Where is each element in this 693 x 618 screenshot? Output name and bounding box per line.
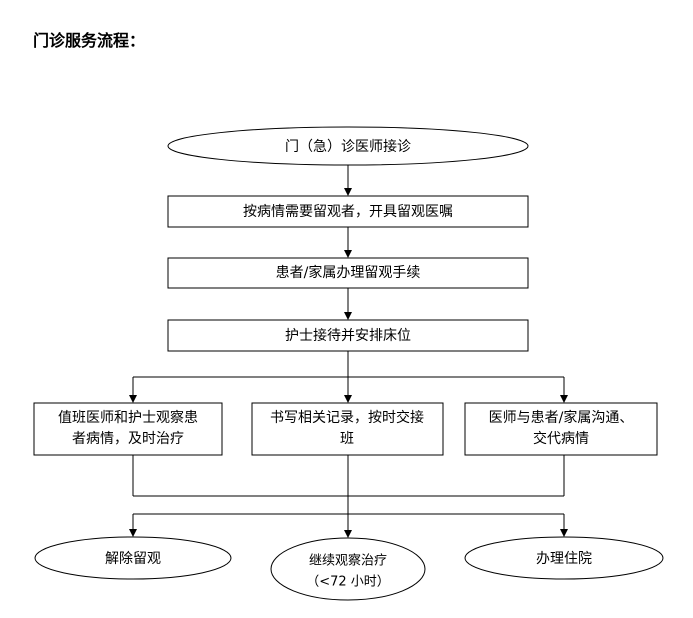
node-step3: 护士接待并安排床位 [167,319,529,352]
arrowhead [344,312,352,320]
node-step2: 患者/家属办理留观手续 [167,257,529,289]
branch-left-line1: 值班医师和护士观察患 [58,409,198,426]
branch-right-box [464,402,658,456]
connectors [129,165,568,538]
end-right-ellipse [464,536,664,580]
arrowhead [344,250,352,258]
branch-right-line1: 医师与患者/家属沟通、 [489,409,634,426]
end-mid-line2: （<72 小时） [306,575,390,590]
end-left-label: 解除留观 [105,551,161,567]
end-right-label: 办理住院 [536,551,592,567]
node-step1: 按病情需要留观者，开具留观医嘱 [167,195,529,228]
branch-mid-line2: 班 [340,431,354,447]
branch-mid-box [251,402,444,456]
arrowhead [344,395,352,403]
branch-left-box [33,402,223,456]
step1-box [167,195,529,228]
step3-box [167,319,529,352]
node-branch-right: 医师与患者/家属沟通、 交代病情 [464,402,658,456]
node-branch-mid: 书写相关记录，按时交接 班 [251,402,444,456]
branch-left-line2: 者病情，及时治疗 [72,431,184,447]
arrowhead [560,395,568,403]
end-left-ellipse [34,536,232,580]
branch-mid-line1: 书写相关记录，按时交接 [270,409,424,426]
arrowhead [129,529,137,537]
node-branch-left: 值班医师和护士观察患 者病情，及时治疗 [33,402,223,456]
branch-right-line2: 交代病情 [533,430,589,447]
arrowhead [344,530,352,538]
node-start-label: 门（急）诊医师接诊 [285,138,411,155]
end-mid-ellipse [270,537,426,601]
node-end-mid: 继续观察治疗 （<72 小时） [270,537,426,601]
node-start: 门（急）诊医师接诊 [167,126,529,166]
node-end-right: 办理住院 [464,536,664,580]
node-step3-label: 护士接待并安排床位 [285,327,411,344]
start-ellipse [167,126,529,166]
node-step1-label: 按病情需要留观者，开具留观医嘱 [243,204,453,220]
arrowhead [129,395,137,403]
arrowhead [560,529,568,537]
page-title: 门诊服务流程： [33,31,146,50]
step2-box [167,257,529,289]
end-mid-line1: 继续观察治疗 [309,554,387,569]
node-step2-label: 患者/家属办理留观手续 [276,264,421,281]
arrowhead [344,188,352,196]
node-end-left: 解除留观 [34,536,232,580]
